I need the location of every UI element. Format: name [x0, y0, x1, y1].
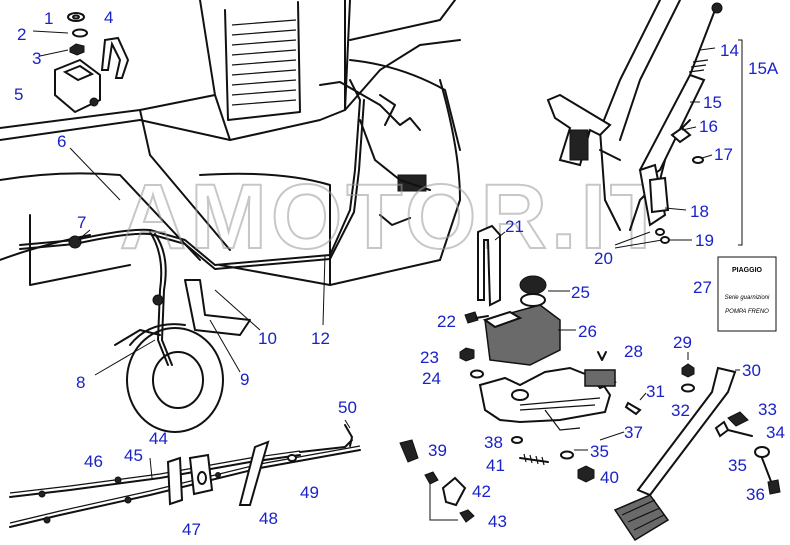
label-part-26: 26 — [578, 322, 597, 341]
label-part-9: 9 — [240, 370, 249, 389]
rear-wheel — [114, 323, 224, 433]
label-part-24: 24 — [422, 369, 441, 388]
lever-assembly — [546, 0, 743, 249]
label-part-23: 23 — [420, 348, 439, 367]
label-part-25: 25 — [571, 283, 590, 302]
label-part-47: 47 — [182, 520, 201, 539]
brake-lines — [19, 79, 431, 366]
label-part-22: 22 — [437, 312, 456, 331]
label-part-29: 29 — [673, 333, 692, 352]
label-part-15: 15 — [703, 93, 722, 112]
label-part-41: 41 — [486, 456, 505, 475]
label-part-49: 49 — [300, 483, 319, 502]
label-part-6: 6 — [57, 132, 66, 151]
kit-brand: PIAGGIO — [732, 267, 763, 274]
vehicle-cab — [199, 0, 461, 261]
label-part-4: 4 — [104, 8, 113, 27]
label-part-39: 39 — [428, 441, 447, 460]
label-part-20: 20 — [594, 249, 613, 268]
label-part-3: 3 — [32, 49, 41, 68]
label-part-21: 21 — [505, 217, 524, 236]
label-part-35-pedal: 35 — [728, 456, 747, 475]
label-part-45: 45 — [124, 446, 143, 465]
label-part-40: 40 — [600, 468, 619, 487]
label-part-36: 36 — [746, 485, 765, 504]
master-cylinder — [399, 224, 647, 523]
label-part-10: 10 — [258, 329, 277, 348]
label-part-12: 12 — [311, 329, 330, 348]
kit-line-2: POMPA FRENO — [725, 309, 769, 315]
label-part-32: 32 — [671, 401, 690, 420]
kit-line-1: Serie guarnizioni — [725, 295, 770, 301]
label-part-31: 31 — [646, 382, 665, 401]
label-part-7: 7 — [77, 213, 86, 232]
label-part-43: 43 — [488, 512, 507, 531]
label-part-1: 1 — [44, 9, 53, 28]
label-part-38: 38 — [484, 433, 503, 452]
label-part-42: 42 — [472, 482, 491, 501]
label-part-8: 8 — [76, 373, 85, 392]
label-part-16: 16 — [699, 117, 718, 136]
label-part-15a: 15A — [748, 59, 779, 78]
label-part-37: 37 — [624, 423, 643, 442]
seal-kit-box: PIAGGIO Serie guarnizioni POMPA FRENO — [717, 256, 777, 332]
watermark: AMOTOR.IT — [120, 166, 671, 268]
label-part-2: 2 — [17, 25, 26, 44]
label-part-5: 5 — [14, 85, 23, 104]
label-part-35-cylinder: 35 — [590, 442, 609, 461]
label-part-46: 46 — [84, 452, 103, 471]
label-part-27: 27 — [693, 278, 712, 297]
label-part-19: 19 — [695, 231, 714, 250]
cargo-bed — [0, 94, 441, 286]
label-part-33: 33 — [758, 400, 777, 419]
label-part-14: 14 — [720, 41, 739, 60]
cable-assembly — [9, 419, 361, 528]
label-part-50: 50 — [338, 398, 357, 417]
label-part-18: 18 — [690, 202, 709, 221]
label-part-30: 30 — [742, 361, 761, 380]
label-part-48: 48 — [259, 509, 278, 528]
label-part-28: 28 — [624, 342, 643, 361]
label-part-17: 17 — [714, 145, 733, 164]
part-number-labels: 1 2 3 4 5 6 7 8 9 10 12 14 15 15A 16 17 … — [14, 8, 785, 539]
hardware-top-left — [32, 12, 130, 114]
leader-lines — [69, 147, 326, 376]
brake-pedal — [613, 352, 781, 542]
label-part-44: 44 — [149, 429, 168, 448]
label-part-34: 34 — [766, 423, 785, 442]
